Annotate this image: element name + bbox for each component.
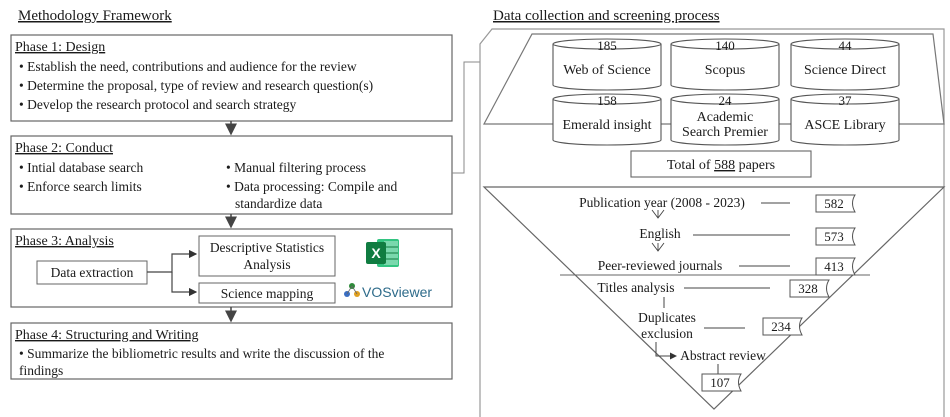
database-name: Emerald insight — [562, 118, 651, 133]
connector-arrow — [147, 249, 198, 273]
total-box — [630, 150, 812, 178]
descriptive-stats-box — [198, 235, 336, 277]
count-scroll — [815, 227, 856, 246]
database-name: Scopus — [705, 63, 745, 78]
vosviewer-label: VOSviewer — [362, 284, 432, 300]
science-mapping-box — [198, 282, 336, 304]
phase-2-bullet: • Intial database search — [19, 160, 144, 175]
phase-2-bullet: • Enforce search limits — [19, 179, 142, 194]
filter-label: English — [639, 226, 681, 241]
phase-2-title: Phase 2: Conduct — [15, 141, 113, 156]
database-count: 24 — [719, 93, 733, 108]
database-cylinder: 158 Emerald insight — [552, 93, 662, 146]
count-scroll — [701, 373, 742, 392]
database-name: Academic — [697, 110, 754, 125]
phase-2-bullet: • Data processing: Compile and — [226, 179, 397, 194]
database-count: 44 — [839, 38, 853, 53]
count-scroll — [815, 257, 856, 276]
phase-1-title: Phase 1: Design — [15, 40, 105, 55]
total-value: 588 — [714, 158, 735, 173]
phase-1-bullet: • Determine the proposal, type of review… — [19, 78, 373, 93]
filter-label: Publication year (2008 - 2023) — [579, 195, 745, 210]
database-count: 158 — [597, 93, 617, 108]
science-mapping-label: Science mapping — [221, 286, 314, 301]
data-extraction-label: Data extraction — [51, 265, 134, 280]
database-cylinder: 140 Scopus — [670, 38, 780, 91]
database-name: Science Direct — [804, 63, 886, 78]
filter-count: 107 — [710, 375, 730, 390]
right-panel-outline — [479, 28, 945, 417]
database-cylinder: 37 ASCE Library — [790, 93, 900, 146]
vosviewer-logo: VOSviewer — [344, 283, 432, 300]
phase-1-box: Phase 1: Design • Establish the need, co… — [10, 34, 453, 122]
phase-2-bullet: • Manual filtering process — [226, 160, 366, 175]
filter-count: 328 — [798, 281, 818, 296]
phase-4-bullet: findings — [19, 363, 63, 378]
database-name: Search Premier — [682, 125, 768, 140]
excel-icon: X — [366, 239, 399, 267]
filter-label: Peer-reviewed journals — [598, 258, 723, 273]
filter-count: 582 — [824, 196, 844, 211]
descriptive-stats-label: Analysis — [243, 257, 290, 272]
phase-1-bullet: • Develop the research protocol and sear… — [19, 97, 296, 112]
filter-label: exclusion — [641, 326, 693, 341]
phase-3-box: Phase 3: Analysis Data extraction Descri… — [10, 228, 453, 308]
filter-count: 573 — [824, 229, 844, 244]
count-scroll — [815, 194, 856, 213]
phase-1-bullet: • Establish the need, contributions and … — [19, 59, 357, 74]
right-title: Data collection and screening process — [493, 8, 720, 24]
count-scroll — [789, 279, 830, 298]
database-count: 185 — [597, 38, 617, 53]
count-scroll — [762, 317, 803, 336]
filter-label: Duplicates — [638, 310, 696, 325]
phase-2-box: Phase 2: Conduct • Intial database searc… — [10, 135, 453, 215]
phase-3-title: Phase 3: Analysis — [15, 234, 114, 249]
database-count: 37 — [839, 93, 853, 108]
phase-4-bullet: • Summarize the bibliometric results and… — [19, 346, 384, 361]
connector-arrow — [171, 272, 198, 297]
database-name: ASCE Library — [804, 118, 885, 133]
phase-4-box: Phase 4: Structuring and Writing • Summa… — [10, 322, 453, 380]
database-cylinder: 185 Web of Science — [552, 38, 662, 91]
panel-connector — [452, 61, 480, 174]
database-cylinder: 44 Science Direct — [790, 38, 900, 91]
phase-4-title: Phase 4: Structuring and Writing — [15, 328, 199, 343]
database-name: Web of Science — [563, 63, 651, 78]
svg-text:X: X — [371, 245, 381, 261]
filter-count: 234 — [771, 319, 791, 334]
left-title: Methodology Framework — [18, 8, 172, 24]
descriptive-stats-label: Descriptive Statistics — [210, 240, 324, 255]
database-cylinder: 24 Academic Search Premier — [670, 93, 780, 146]
total-label: Total of 588 papers — [667, 158, 775, 173]
phase-2-bullet: standardize data — [235, 196, 322, 211]
database-count: 140 — [715, 38, 735, 53]
filter-label: Abstract review — [680, 348, 766, 363]
filter-count: 413 — [824, 259, 844, 274]
filter-label: Titles analysis — [597, 280, 674, 295]
